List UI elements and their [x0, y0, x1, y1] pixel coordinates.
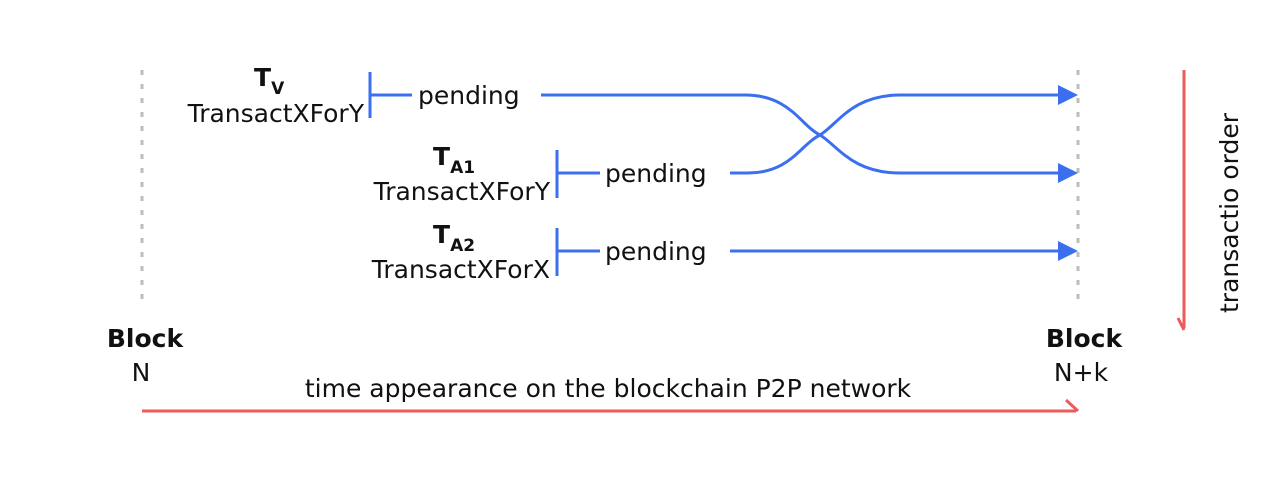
- tx-v-symbol: TV: [254, 63, 285, 99]
- tx-a2-symbol: TA2: [433, 220, 475, 256]
- tx-a1-flow-arrow: [730, 93, 1060, 175]
- order-axis-arrowhead: [1176, 317, 1186, 331]
- tx-v-arrowhead: [1058, 163, 1078, 183]
- tx-a1-status: pending: [605, 159, 707, 188]
- transaction-a1: TA1 TransactXForY pending: [373, 85, 1078, 206]
- block-start-label: N: [132, 358, 151, 387]
- block-start-title: Block: [107, 324, 185, 353]
- block-end-label: N+k: [1054, 358, 1109, 387]
- transaction-a2: TA2 TransactXForX pending: [371, 220, 1078, 284]
- tx-a2-operation: TransactXForX: [371, 255, 550, 284]
- tx-v-operation: TransactXForY: [187, 99, 365, 128]
- order-axis-label: transactio order: [1215, 112, 1244, 313]
- tx-a1-arrowhead: [1058, 85, 1078, 105]
- tx-a1-symbol: TA1: [433, 142, 475, 178]
- tx-a2-arrowhead: [1058, 241, 1078, 261]
- time-axis-label: time appearance on the blockchain P2P ne…: [305, 374, 912, 403]
- block-end-title: Block: [1046, 324, 1124, 353]
- time-axis-arrowhead: [1064, 398, 1080, 413]
- tx-v-status: pending: [418, 81, 520, 110]
- tx-a1-operation: TransactXForY: [373, 177, 551, 206]
- tx-a2-status: pending: [605, 237, 707, 266]
